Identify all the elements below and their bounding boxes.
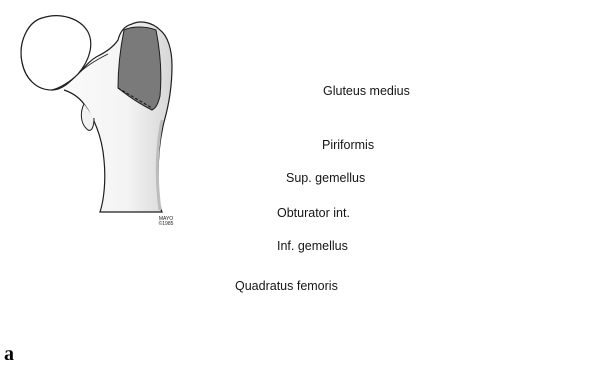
label-obturator-int: Obturator int. (277, 207, 350, 220)
femur-anterior-view (21, 16, 172, 212)
label-gluteus-medius: Gluteus medius (323, 85, 410, 98)
artist-signature: MAYO ©1985 (156, 217, 176, 227)
label-piriformis: Piriformis (322, 139, 374, 152)
signature-line-2: ©1985 (156, 222, 176, 227)
panel-letter: a (4, 344, 14, 364)
label-quadratus-femoris: Quadratus femoris (235, 280, 338, 293)
label-inf-gemellus: Inf. gemellus (277, 240, 348, 253)
label-sup-gemellus: Sup. gemellus (286, 172, 365, 185)
